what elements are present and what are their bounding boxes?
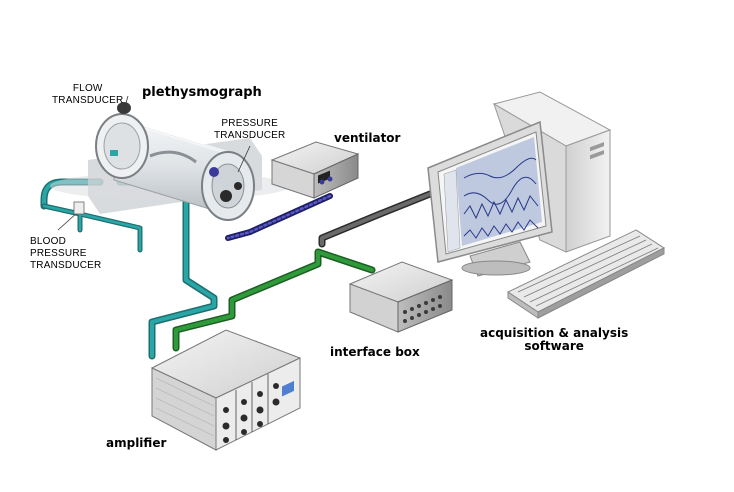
blue-tubing: [225, 193, 333, 241]
blood-pressure-transducer-line-1: BLOOD: [30, 236, 67, 247]
interface-box-icon: [348, 261, 454, 333]
pressure-transducer-line-1: PRESSURE: [221, 118, 279, 129]
green-cable: [172, 248, 376, 352]
pressure-transducer-line-2: TRANSDUCER: [214, 130, 286, 141]
pressure-transducer-label: PRESSURE TRANSDUCER: [214, 118, 285, 142]
blood-pressure-transducer-label: BLOOD PRESSURE TRANSDUCER: [30, 236, 101, 272]
blood-pressure-transducer-line-2: PRESSURE: [30, 248, 87, 259]
ventilator-device-icon: [270, 141, 360, 199]
blood-pressure-transducer-line-3: TRANSDUCER: [30, 260, 102, 271]
plethysmograph-label: plethysmograph: [142, 85, 262, 100]
flow-transducer-line-2: TRANSDUCER: [52, 95, 124, 106]
plethysmograph-chamber-icon: [50, 95, 290, 231]
interface-box-label: interface box: [330, 345, 420, 359]
acquisition-software-line-1: acquisition & analysis: [480, 326, 629, 340]
amplifier-device-icon: [150, 329, 302, 451]
gray-cable: [318, 190, 444, 248]
acquisition-software-label: acquisition & analysis software: [480, 327, 628, 353]
flow-transducer-label: FLOW TRANSDUCER: [52, 83, 123, 107]
amplifier-label: amplifier: [106, 436, 167, 450]
computer-workstation-icon: [427, 91, 666, 319]
flow-transducer-line-1: FLOW: [72, 83, 103, 94]
acquisition-software-line-2: software: [524, 339, 584, 353]
ventilator-label: ventilator: [334, 131, 401, 145]
